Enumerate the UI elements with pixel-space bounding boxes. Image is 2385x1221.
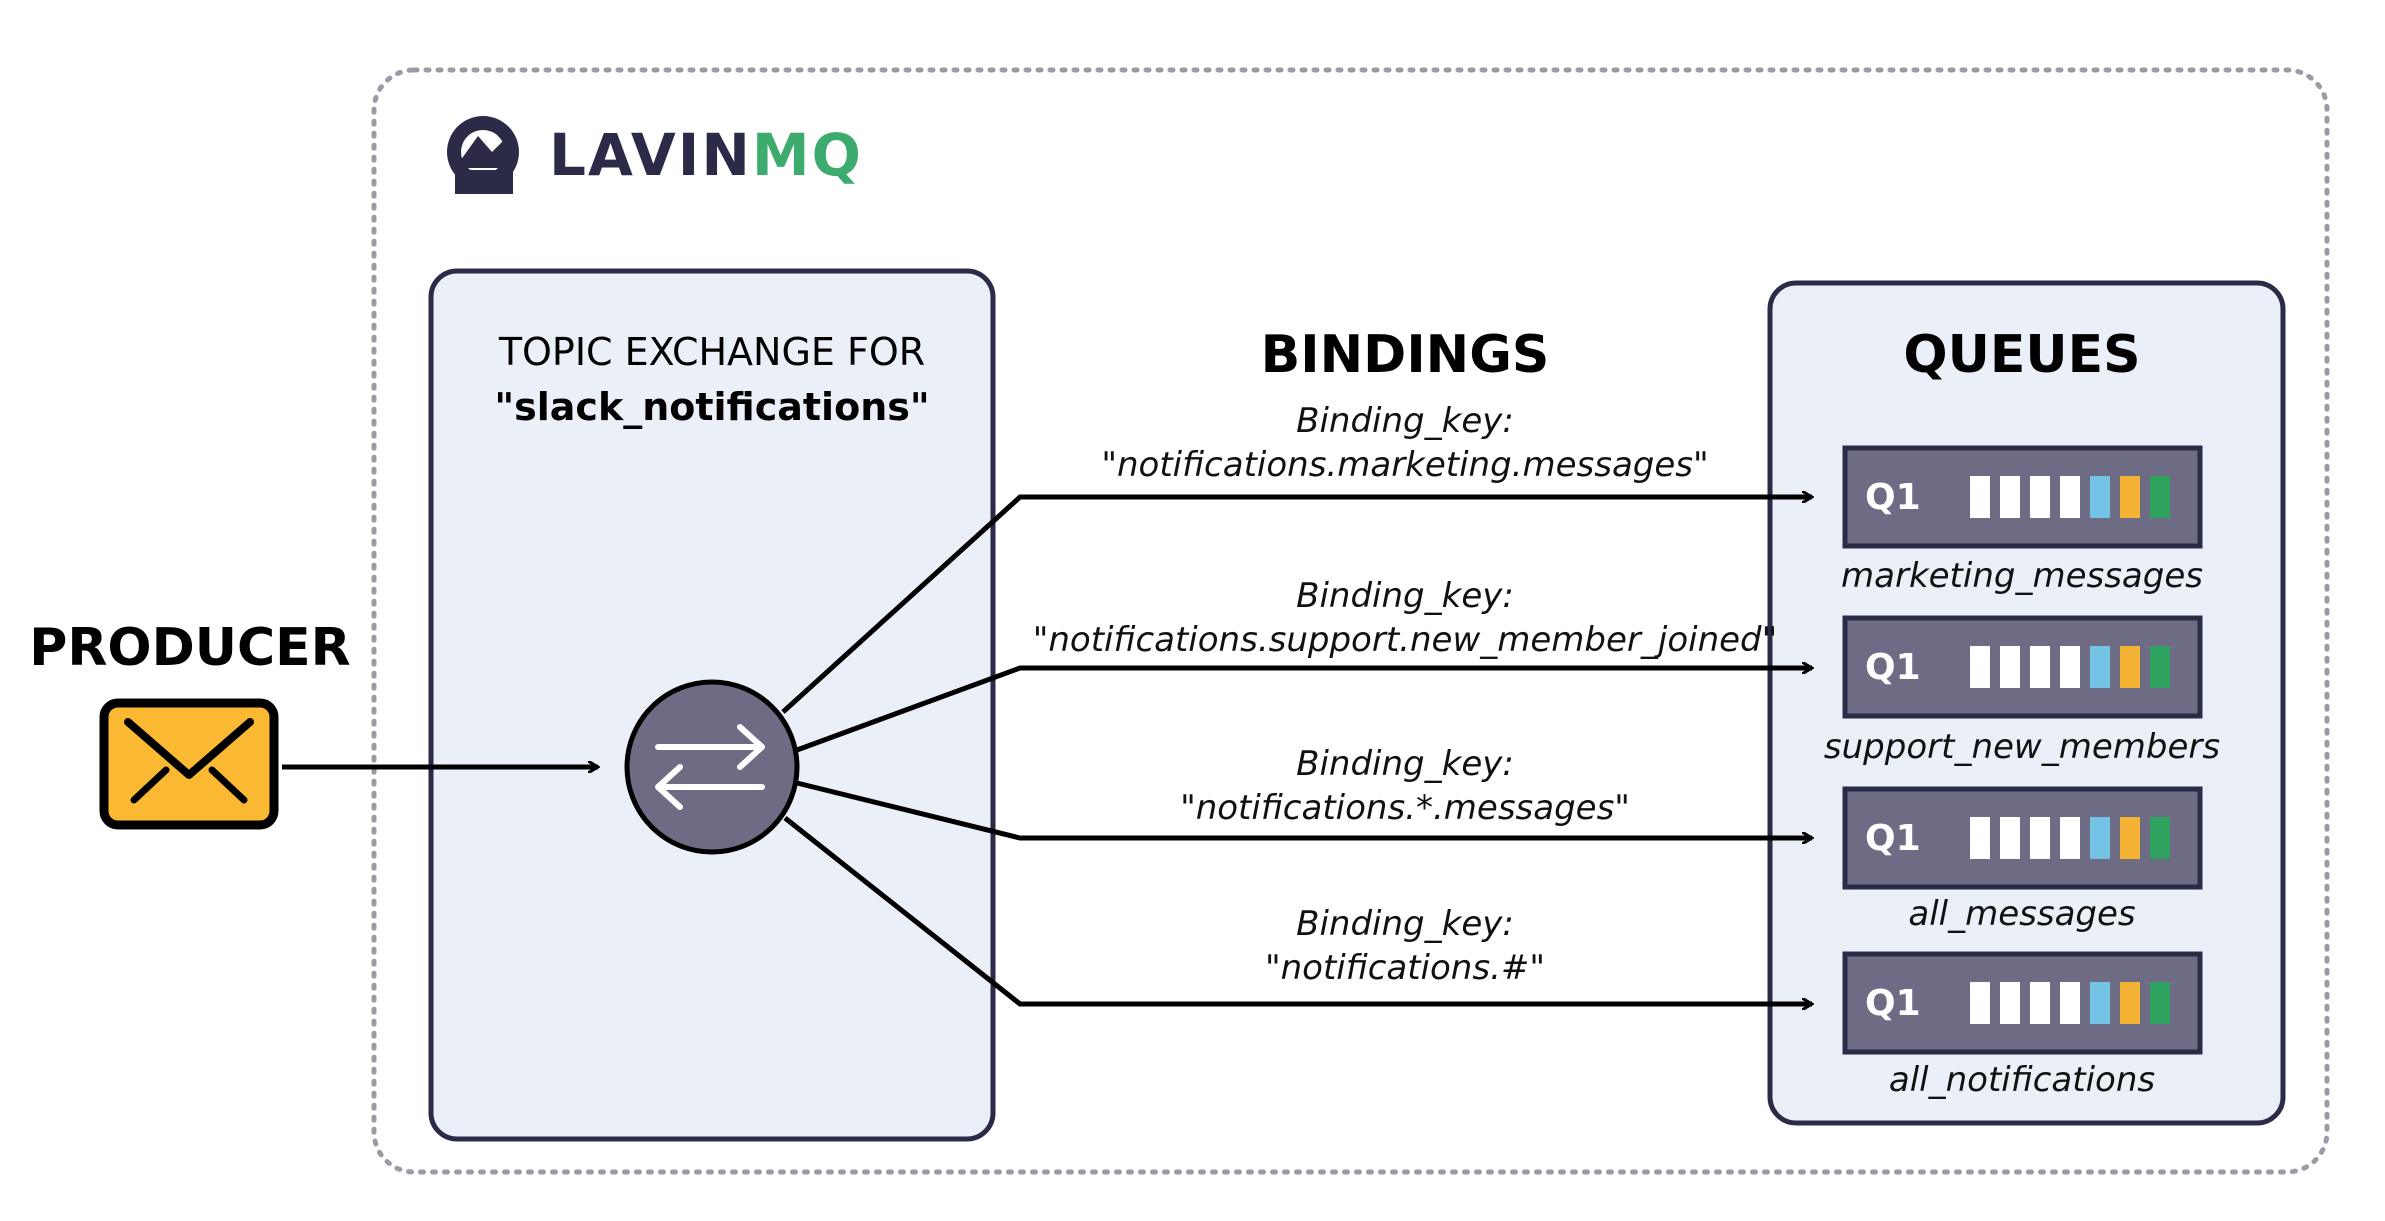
queue-marketing-messages[interactable]: Q1 (1842, 445, 2203, 549)
queue-all-notifications[interactable]: Q1 (1842, 951, 2203, 1055)
binding-arrow-1 (781, 497, 1812, 714)
message-slots (1970, 982, 2170, 1024)
queue-name-2: support_new_members (1824, 727, 2220, 767)
binding-key-label-1: Binding_key: (1296, 401, 1514, 441)
queue-name-3: all_messages (1908, 894, 2135, 934)
message-slots (1970, 476, 2170, 518)
producer-label: PRODUCER (29, 618, 350, 678)
binding-key-1: "notifications.marketing.messages" (1101, 445, 1708, 485)
binding-arrow-3 (796, 780, 1812, 838)
broker-boundary (371, 67, 2330, 1175)
message-slots (1970, 817, 2170, 859)
queue-badge: Q1 (1865, 477, 1921, 518)
binding-key-label-3: Binding_key: (1296, 744, 1514, 784)
queues-heading: QUEUES (1903, 325, 2140, 385)
bindings-heading: BINDINGS (1261, 325, 1550, 385)
binding-arrow-2 (796, 668, 1812, 753)
queue-badge: Q1 (1865, 983, 1921, 1024)
binding-key-2: "notifications.support.new_member_joined… (1033, 620, 1778, 660)
lavinmq-logo: LAVINMQ (447, 116, 863, 194)
queue-support-new-members[interactable]: Q1 (1842, 615, 2203, 719)
logo-word-lavin: LAVIN (549, 121, 752, 189)
binding-key-4: "notifications.#" (1265, 948, 1545, 988)
queue-badge: Q1 (1865, 647, 1921, 688)
queue-badge: Q1 (1865, 818, 1921, 859)
lavinmq-mountain-icon (447, 116, 519, 194)
envelope-icon (99, 698, 279, 830)
binding-arrow-4 (783, 816, 1812, 1004)
exchange-title-line2: "slack_notifications" (494, 385, 929, 429)
swap-arrows-icon (624, 679, 800, 855)
binding-key-3: "notifications.*.messages" (1180, 788, 1630, 828)
binding-key-label-4: Binding_key: (1296, 904, 1514, 944)
logo-text: LAVINMQ (549, 121, 863, 189)
queue-all-messages[interactable]: Q1 (1842, 786, 2203, 890)
queue-name-1: marketing_messages (1841, 556, 2203, 596)
message-slots (1970, 646, 2170, 688)
exchange-title-line1: TOPIC EXCHANGE FOR (498, 330, 925, 374)
binding-key-label-2: Binding_key: (1296, 576, 1514, 616)
logo-word-mq: MQ (752, 121, 863, 189)
queue-name-4: all_notifications (1889, 1060, 2155, 1100)
